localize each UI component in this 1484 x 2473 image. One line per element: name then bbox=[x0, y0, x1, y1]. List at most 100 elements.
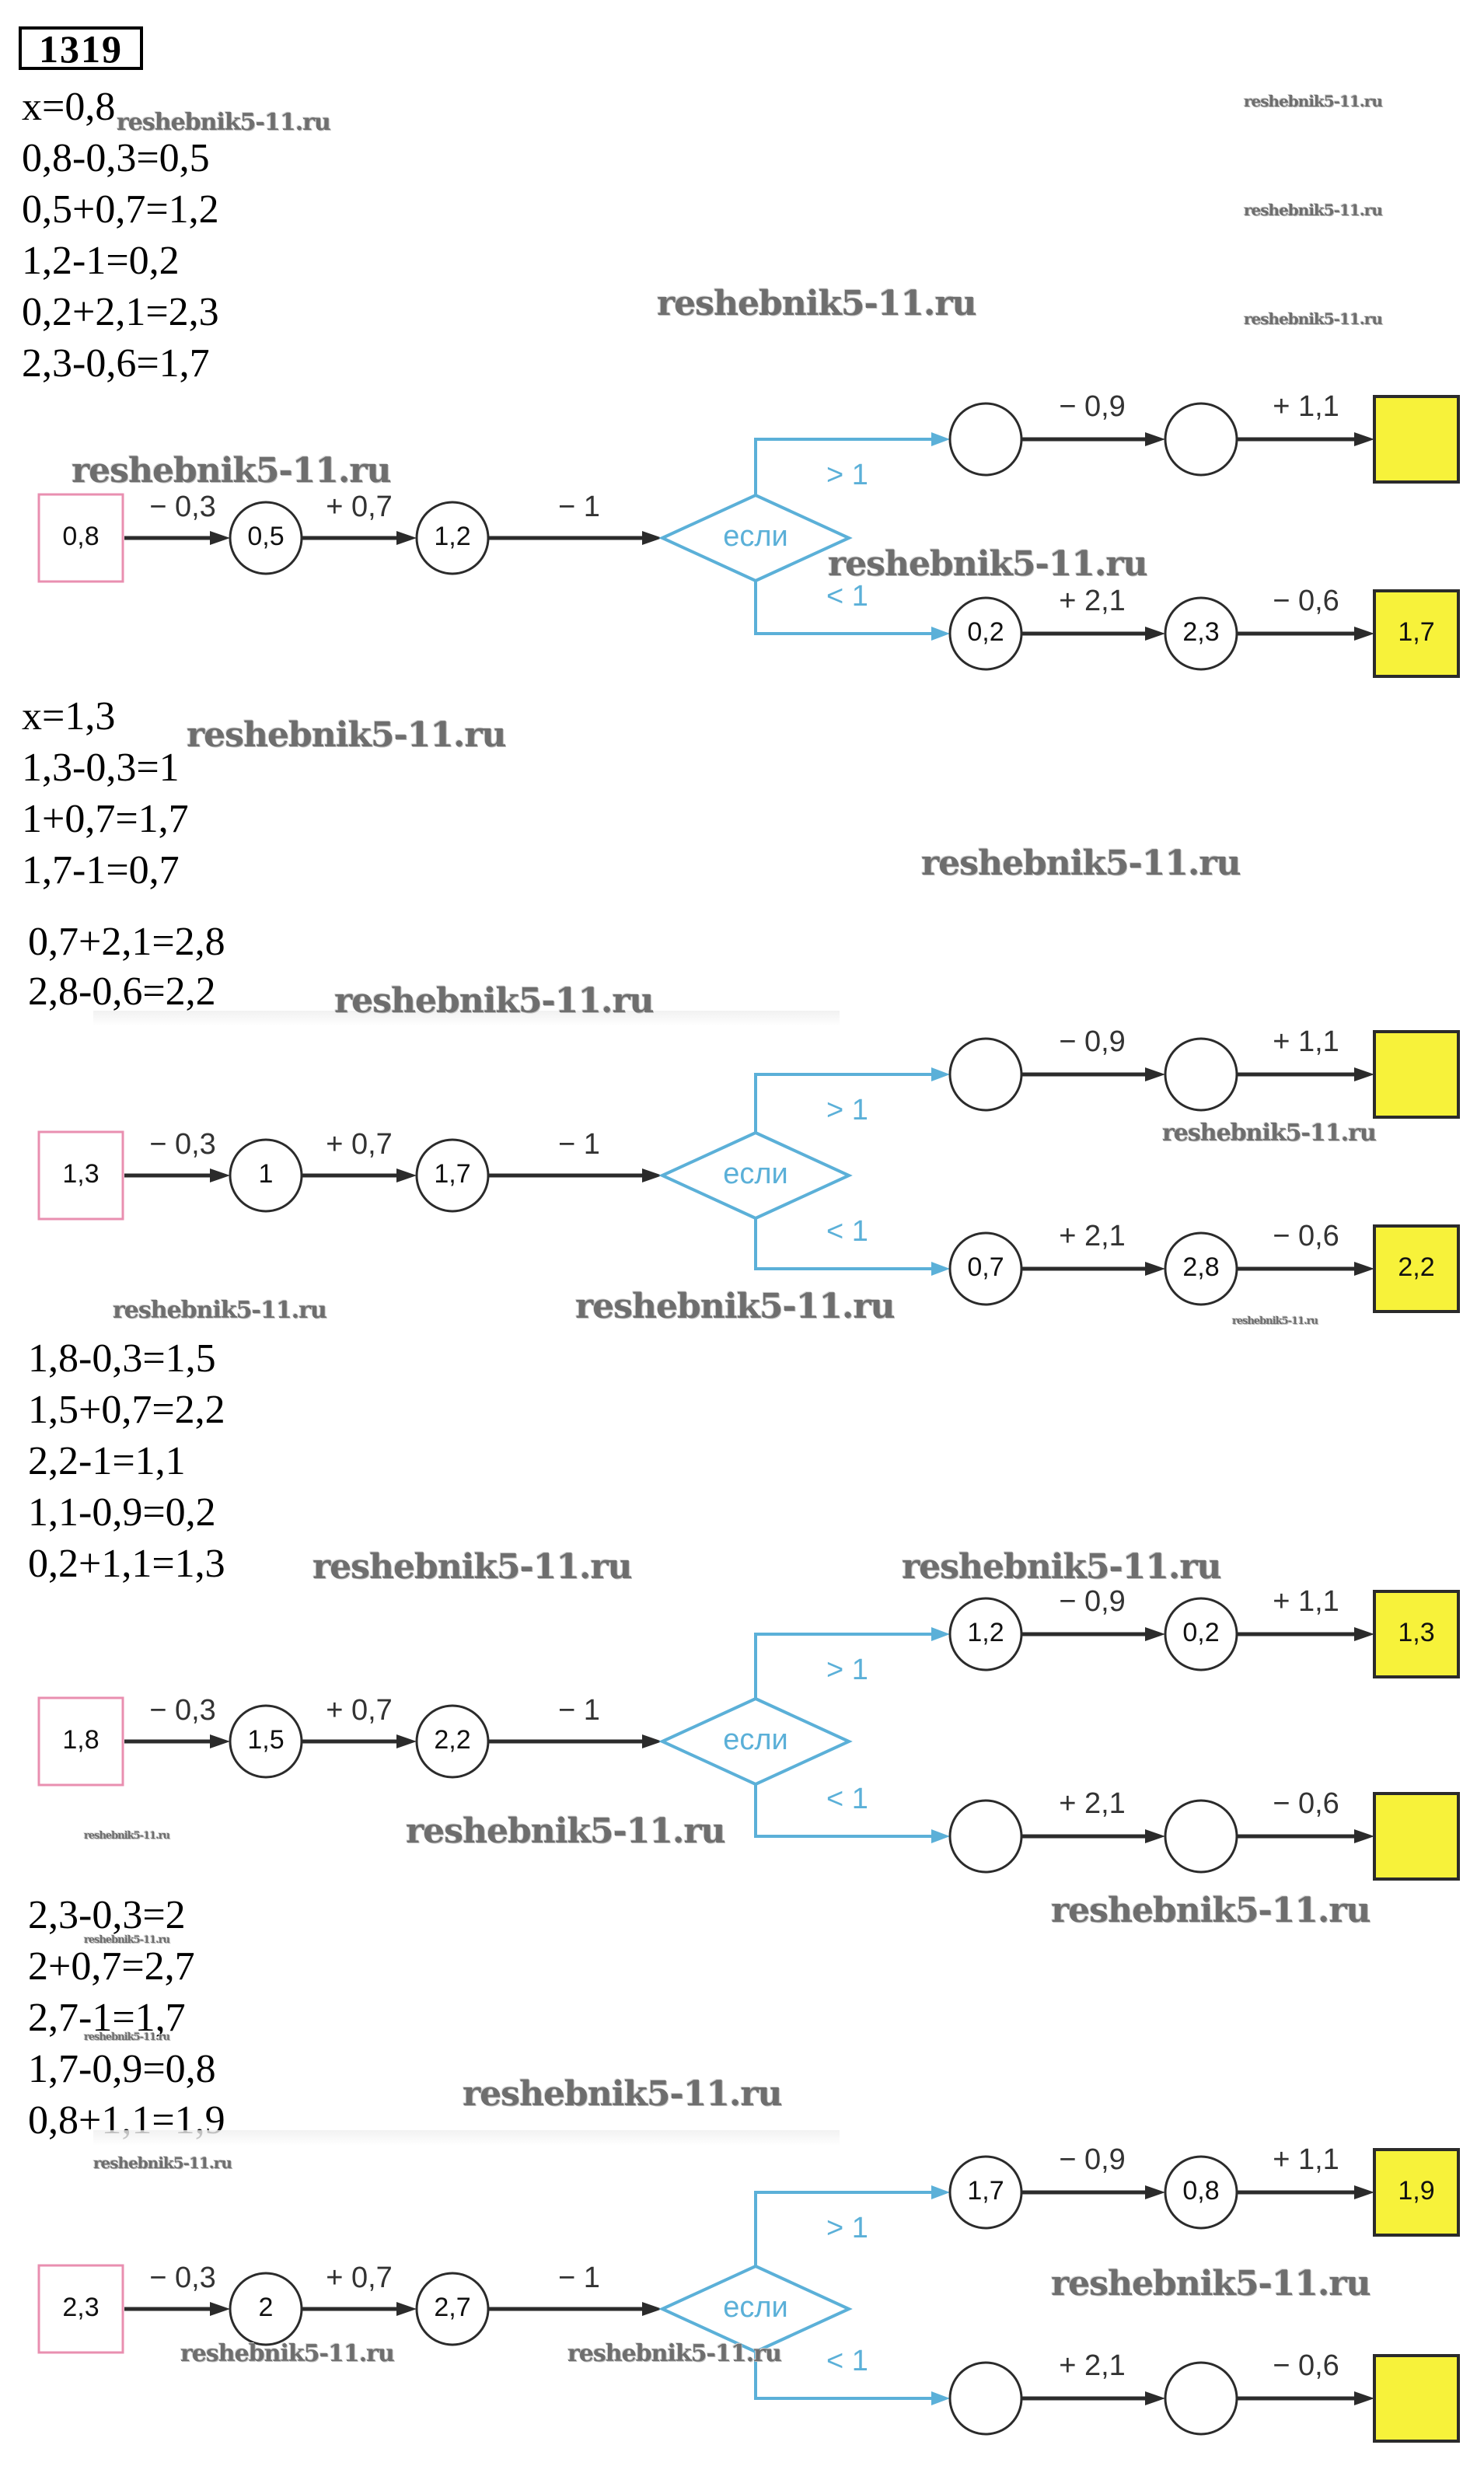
equation-line: 0,5+0,7=1,2 bbox=[22, 187, 219, 232]
op-label: − 1 bbox=[558, 491, 600, 523]
branch-lower-arrowhead bbox=[931, 1262, 950, 1276]
upper-arrow-2-head bbox=[1354, 2185, 1374, 2199]
upper-op-label: − 0,9 bbox=[1059, 390, 1126, 423]
node-value: 1,7 bbox=[434, 1159, 470, 1189]
lower-op-label: + 2,1 bbox=[1059, 1220, 1126, 1252]
input-box bbox=[37, 1130, 124, 1221]
op-label: − 1 bbox=[558, 1128, 600, 1161]
branch-lower-arrowhead bbox=[931, 2391, 950, 2405]
input-value: 2,3 bbox=[62, 2293, 99, 2322]
lower-result-value: 2,2 bbox=[1398, 1252, 1434, 1282]
scan-artifact bbox=[93, 2130, 840, 2146]
lower-arrow-1-head bbox=[1145, 2391, 1165, 2405]
watermark: reshebnik5-11.ru bbox=[463, 2074, 782, 2114]
input-box bbox=[37, 493, 124, 583]
node-value: 1 bbox=[259, 1159, 274, 1189]
lower-result-value: 1,7 bbox=[1398, 617, 1434, 647]
lower-node-circle bbox=[948, 2361, 1023, 2436]
watermark: reshebnik5-11.ru bbox=[1232, 1315, 1318, 1327]
watermark: reshebnik5-11.ru bbox=[1244, 92, 1383, 110]
lower-node-value: 0,2 bbox=[967, 617, 1004, 647]
lower-op-label: − 0,6 bbox=[1273, 2349, 1339, 2382]
watermark: reshebnik5-11.ru bbox=[84, 2031, 170, 2043]
lower-arrow-1-head bbox=[1145, 1262, 1165, 1276]
condition-greater: > 1 bbox=[826, 1094, 868, 1126]
watermark: reshebnik5-11.ru bbox=[1051, 1891, 1371, 1930]
upper-op-label: + 1,1 bbox=[1273, 2143, 1339, 2176]
op-label: − 1 bbox=[558, 2262, 600, 2294]
node-value: 2 bbox=[259, 2293, 274, 2322]
watermark: reshebnik5-11.ru bbox=[180, 2340, 395, 2367]
branch-lower-arrowhead bbox=[931, 627, 950, 641]
condition-greater: > 1 bbox=[826, 1654, 868, 1686]
lower-op-label: + 2,1 bbox=[1059, 1787, 1126, 1820]
arrow-main-2-head bbox=[396, 1168, 417, 1182]
equation-line: 1+0,7=1,7 bbox=[22, 797, 189, 841]
input-value: 0,8 bbox=[62, 522, 99, 551]
op-label: + 0,7 bbox=[326, 2262, 393, 2294]
node-value: 1,2 bbox=[434, 522, 470, 551]
lower-node-circle bbox=[1164, 2361, 1238, 2436]
condition-greater: > 1 bbox=[826, 2212, 868, 2244]
input-box bbox=[37, 1696, 124, 1787]
branch-lower-line bbox=[754, 581, 934, 635]
op-label: + 0,7 bbox=[326, 1694, 393, 1727]
branch-lower-arrowhead bbox=[931, 1829, 950, 1843]
arrow-main-1-head bbox=[210, 531, 230, 545]
upper-op-label: + 1,1 bbox=[1273, 1025, 1339, 1058]
watermark: reshebnik5-11.ru bbox=[921, 844, 1241, 883]
equation-line: 0,8-0,3=0,5 bbox=[22, 136, 210, 180]
upper-node-value: 1,2 bbox=[967, 1618, 1004, 1647]
arrow-main-1-head bbox=[210, 1168, 230, 1182]
upper-op-label: − 0,9 bbox=[1059, 1585, 1126, 1618]
decision-label: если bbox=[723, 1724, 788, 1756]
arrow-main-2-head bbox=[396, 1734, 417, 1748]
lower-arrow-2-head bbox=[1354, 1262, 1374, 1276]
upper-result-box bbox=[1373, 395, 1460, 484]
watermark: reshebnik5-11.ru bbox=[93, 2153, 232, 2172]
arrow-to-decision-head bbox=[642, 531, 662, 545]
equation-line: x=0,8 bbox=[22, 85, 116, 129]
watermark: reshebnik5-11.ru bbox=[1051, 2264, 1371, 2304]
watermark: reshebnik5-11.ru bbox=[84, 1934, 170, 1946]
upper-op-label: − 0,9 bbox=[1059, 1025, 1126, 1058]
equation-line: 2,8-0,6=2,2 bbox=[28, 969, 216, 1014]
upper-node-value: 0,2 bbox=[1182, 1618, 1219, 1647]
node-value: 1,5 bbox=[247, 1725, 284, 1755]
equation-line: 0,7+2,1=2,8 bbox=[28, 920, 225, 964]
upper-op-label: + 1,1 bbox=[1273, 390, 1339, 423]
scan-artifact bbox=[93, 1011, 840, 1026]
op-label: − 0,3 bbox=[149, 2262, 216, 2294]
branch-upper-arrowhead bbox=[931, 2185, 950, 2199]
op-label: − 0,3 bbox=[149, 491, 216, 523]
equation-line: 2,2-1=1,1 bbox=[28, 1439, 186, 1483]
arrow-to-decision-head bbox=[642, 1734, 662, 1748]
upper-node-value: 1,7 bbox=[967, 2176, 1004, 2206]
decision-label: если bbox=[723, 1158, 788, 1190]
equation-line: 1,3-0,3=1 bbox=[22, 746, 180, 790]
arrow-main-2-head bbox=[396, 531, 417, 545]
watermark: reshebnik5-11.ru bbox=[902, 1547, 1221, 1587]
lower-node-value: 0,7 bbox=[967, 1252, 1004, 1282]
upper-arrow-1-head bbox=[1145, 1067, 1165, 1081]
lower-result-box bbox=[1373, 1792, 1460, 1881]
condition-less: < 1 bbox=[826, 1783, 868, 1815]
lower-arrow-1-head bbox=[1145, 627, 1165, 641]
watermark: reshebnik5-11.ru bbox=[657, 284, 976, 323]
equation-line: 1,5+0,7=2,2 bbox=[28, 1388, 225, 1432]
condition-greater: > 1 bbox=[826, 459, 868, 491]
upper-arrow-1-head bbox=[1145, 1627, 1165, 1641]
branch-lower-line bbox=[754, 1218, 934, 1270]
lower-arrow-2-head bbox=[1354, 2391, 1374, 2405]
upper-result-box bbox=[1373, 2148, 1460, 2237]
watermark: reshebnik5-11.ru bbox=[1162, 1119, 1377, 1147]
watermark: reshebnik5-11.ru bbox=[1244, 309, 1383, 328]
arrow-main-2-head bbox=[396, 2302, 417, 2316]
lower-result-box bbox=[1373, 1224, 1460, 1313]
upper-result-value: 1,3 bbox=[1398, 1618, 1434, 1647]
branch-upper-line bbox=[754, 438, 934, 495]
input-box bbox=[37, 2264, 124, 2354]
watermark: reshebnik5-11.ru bbox=[113, 1297, 327, 1324]
decision-label: если bbox=[723, 2291, 788, 2324]
